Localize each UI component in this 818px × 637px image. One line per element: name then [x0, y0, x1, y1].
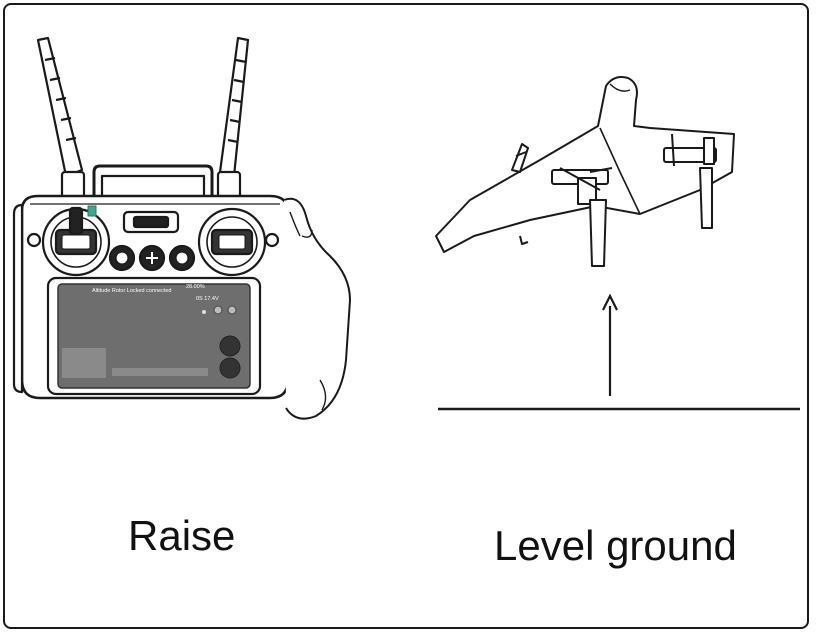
caption-level-ground: Level ground	[494, 522, 737, 569]
screen-percent-text: 28.00%	[186, 284, 205, 290]
caption-raise: Raise	[128, 512, 236, 559]
left-joystick[interactable]	[41, 206, 111, 277]
status-indicator	[87, 205, 97, 217]
carry-handle	[92, 164, 214, 200]
raise-arrow	[602, 293, 618, 396]
screen-status-text: Altitude Rotor Locked connected	[92, 288, 172, 294]
drone-body	[435, 76, 735, 253]
hand	[283, 197, 351, 420]
landing-leg-front	[589, 199, 607, 267]
landing-leg-rear	[699, 167, 713, 229]
left-motor	[551, 167, 613, 205]
right-dial[interactable]	[264, 232, 280, 248]
button-b[interactable]	[138, 244, 166, 272]
left-antenna	[36, 36, 86, 204]
center-switch[interactable]	[122, 210, 180, 234]
remote-controller	[12, 36, 351, 420]
screen-voltage-text: 0S 17.4V	[196, 296, 219, 302]
left-dial[interactable]	[26, 232, 42, 248]
button-c[interactable]	[168, 244, 196, 272]
right-antenna	[216, 36, 250, 204]
right-motor	[663, 133, 717, 167]
right-joystick[interactable]	[197, 207, 267, 277]
drone	[435, 76, 735, 267]
button-a[interactable]	[108, 244, 136, 272]
